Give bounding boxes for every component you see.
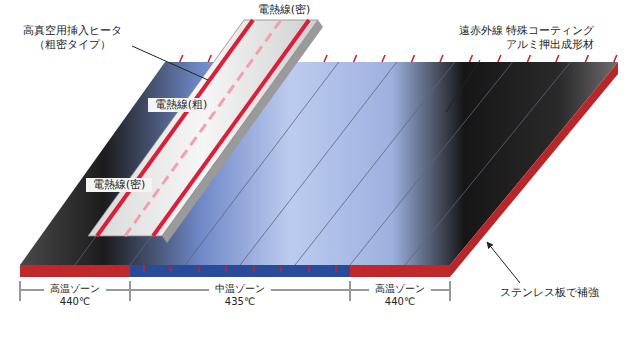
wire-end xyxy=(390,266,392,272)
wire-end xyxy=(418,266,420,272)
wire-end xyxy=(115,266,117,272)
wire-ends xyxy=(34,55,617,272)
front-high-zone xyxy=(350,265,450,277)
wire-end xyxy=(354,55,357,62)
zone-label: 高温ゾーン 440℃ xyxy=(44,282,106,308)
leader-arrow xyxy=(487,242,520,283)
zone-label: 中温ゾーン 435℃ xyxy=(209,282,271,308)
wire-end xyxy=(412,55,415,62)
wire-end xyxy=(225,266,227,272)
wire-end xyxy=(180,55,183,62)
wire-label: 電熱線(密) xyxy=(248,3,320,17)
wire-label: 電熱線(密) xyxy=(86,178,152,192)
wire-end xyxy=(308,266,310,272)
wire-end xyxy=(253,266,255,272)
wire-end xyxy=(363,266,365,272)
wire-end xyxy=(324,55,327,62)
front-mid-zone xyxy=(130,265,350,277)
wire-end xyxy=(208,55,211,62)
plate-side xyxy=(450,62,618,277)
wire-end xyxy=(382,55,385,62)
wire-end xyxy=(335,266,337,272)
wire-end xyxy=(170,266,172,272)
material-label: 遠赤外線 特殊コーティング アルミ押出成形材 xyxy=(438,24,594,53)
wire-end xyxy=(198,266,200,272)
note-label: ステンレス板で補強 xyxy=(500,286,612,300)
wire-end xyxy=(440,55,443,62)
wire-end xyxy=(498,55,501,62)
part-label: 高真空用挿入ヒータ （粗密タイプ） xyxy=(16,24,128,53)
wire-end xyxy=(143,266,145,272)
wire-end xyxy=(556,55,559,62)
wire-end xyxy=(33,266,35,272)
wire-end xyxy=(614,55,617,62)
zone-label: 高温ゾーン 440℃ xyxy=(369,282,431,308)
leader-line xyxy=(132,46,208,80)
wire-end xyxy=(469,55,472,62)
wire-end xyxy=(445,266,447,272)
heater-wire-dense xyxy=(153,20,309,236)
wire-label: 電熱線(粗) xyxy=(148,98,214,112)
leader-line xyxy=(446,60,480,112)
wire-end xyxy=(585,55,588,62)
wire-end xyxy=(88,266,90,272)
strip-line xyxy=(405,62,571,265)
front-high-zone xyxy=(20,265,130,277)
heater-wire-sparse xyxy=(125,20,281,236)
wire-end xyxy=(60,266,62,272)
wire-end xyxy=(280,266,282,272)
wire-end xyxy=(527,55,530,62)
insert-heater xyxy=(88,20,318,236)
